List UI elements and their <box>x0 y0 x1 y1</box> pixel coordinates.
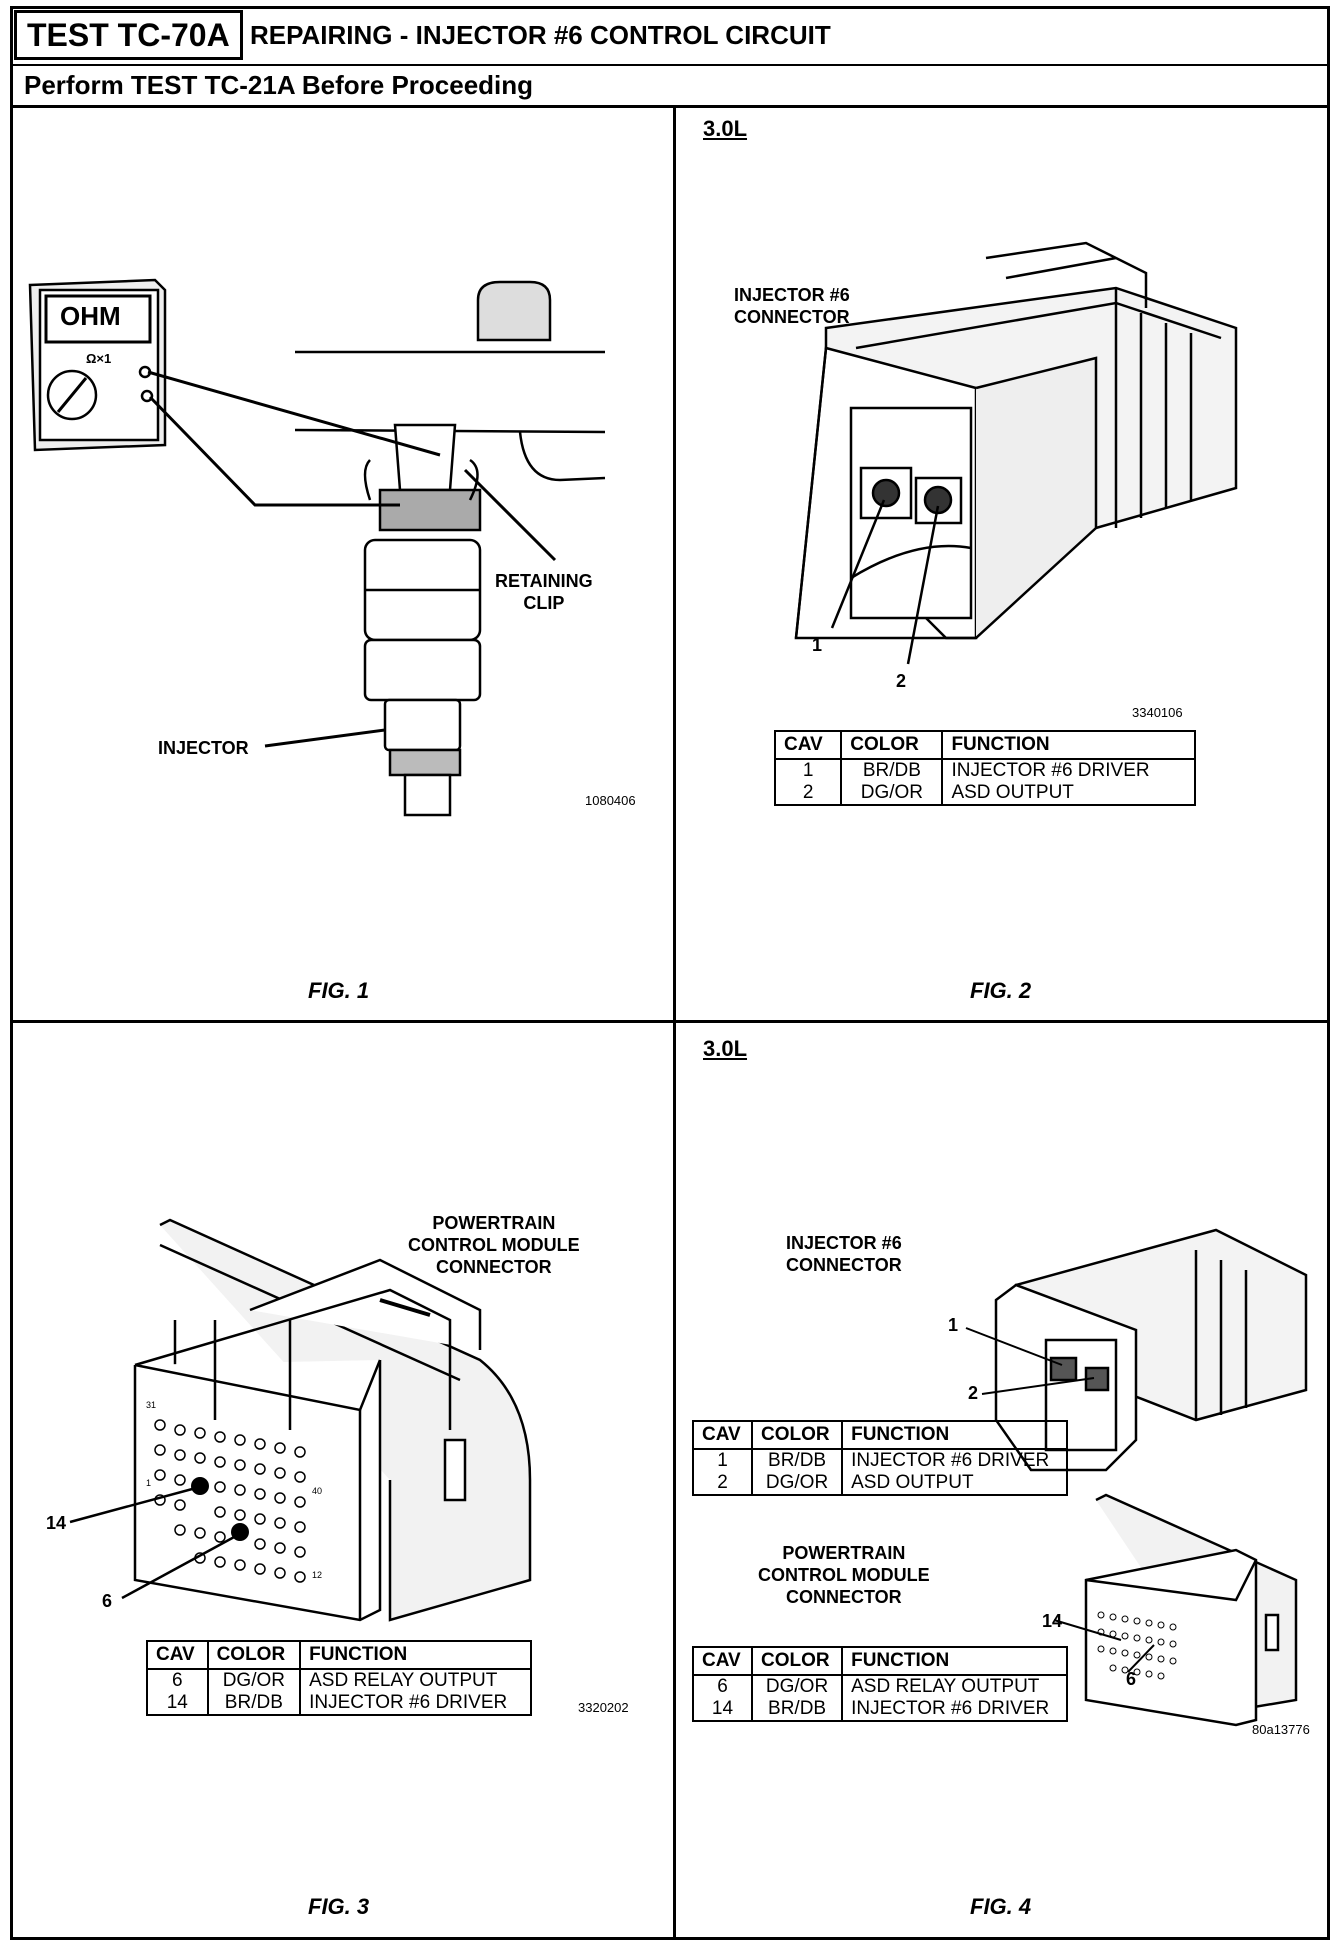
fig3-code: 3320202 <box>578 1700 629 1715</box>
fig4-pin2: 2 <box>968 1383 979 1403</box>
table-row: 6 DG/OR ASD RELAY OUTPUT <box>146 1669 532 1692</box>
test-leads <box>147 370 557 748</box>
instruction-row: Perform TEST TC-21A Before Proceeding <box>10 66 1330 108</box>
fig4-connector-drawing <box>965 1228 1308 1727</box>
table-row: 1 BR/DB INJECTOR #6 DRIVER <box>773 759 1196 782</box>
col-color: COLOR <box>840 730 944 760</box>
table-row: 2 DG/OR ASD OUTPUT <box>692 1472 1068 1495</box>
engine-outline <box>294 280 606 482</box>
cell: ASD OUTPUT <box>941 782 1196 805</box>
table-row: 6 DG/OR ASD RELAY OUTPUT <box>692 1675 1068 1698</box>
pcm-pin-grid <box>154 1419 306 1583</box>
col-cav: CAV <box>146 1640 209 1670</box>
page-frame <box>10 6 1330 1940</box>
cell: 6 <box>692 1675 753 1698</box>
retaining-clip-label: RETAINING CLIP <box>495 571 593 613</box>
fig4-pin14: 14 <box>1042 1611 1063 1631</box>
cell: ASD RELAY OUTPUT <box>841 1675 1068 1698</box>
fig4-code: 80a13776 <box>1252 1722 1310 1737</box>
fig2-engine: 3.0L <box>703 116 748 141</box>
table-row: 14 BR/DB INJECTOR #6 DRIVER <box>692 1698 1068 1721</box>
cell: DG/OR <box>750 1675 844 1698</box>
fig3-table: CAV COLOR FUNCTION 6 DG/OR ASD RELAY OUT… <box>146 1640 532 1716</box>
fig4-engine: 3.0L <box>703 1036 748 1061</box>
injector-label: INJECTOR <box>158 738 249 758</box>
fig4-pin6: 6 <box>1126 1669 1137 1689</box>
fig1-caption: FIG. 1 <box>308 978 370 1003</box>
table-row: 14 BR/DB INJECTOR #6 DRIVER <box>146 1692 532 1715</box>
col-function: FUNCTION <box>299 1640 532 1670</box>
fig2-connector-label: INJECTOR #6 CONNECTOR <box>734 285 850 327</box>
fig3-caption: FIG. 3 <box>308 1894 370 1919</box>
fig4-injector-table: CAV COLOR FUNCTION 1 BR/DB INJECTOR #6 D… <box>692 1420 1068 1496</box>
fig3-small-1: 1 <box>146 1478 152 1488</box>
fig2-table: CAV COLOR FUNCTION 1 BR/DB INJECTOR #6 D… <box>773 730 1196 806</box>
cell: DG/OR <box>840 782 944 805</box>
cell: DG/OR <box>206 1669 302 1692</box>
fig1-drawing <box>28 278 606 817</box>
fig4-pcm-table: CAV COLOR FUNCTION 6 DG/OR ASD RELAY OUT… <box>692 1646 1068 1722</box>
fig3-connector-label: POWERTRAIN CONTROL MODULE CONNECTOR <box>408 1213 580 1277</box>
ohmmeter <box>28 278 167 452</box>
vertical-divider <box>673 108 676 1940</box>
col-function: FUNCTION <box>841 1646 1068 1676</box>
col-cav: CAV <box>692 1420 753 1450</box>
instruction-text: Perform TEST TC-21A Before Proceeding <box>24 70 534 100</box>
pcm-small-drawing <box>1084 1493 1298 1727</box>
cell: INJECTOR #6 DRIVER <box>841 1449 1068 1472</box>
table-row: 2 DG/OR ASD OUTPUT <box>773 782 1196 805</box>
fig4-injector-connector-label: INJECTOR #6 CONNECTOR <box>786 1233 902 1275</box>
horizontal-divider <box>10 1020 1330 1023</box>
fig3-connector-drawing <box>69 1218 532 1622</box>
fig4-pin1: 1 <box>948 1315 959 1335</box>
page-title: REPAIRING - INJECTOR #6 CONTROL CIRCUIT <box>250 20 831 50</box>
col-color: COLOR <box>750 1646 844 1676</box>
cell: BR/DB <box>750 1698 844 1721</box>
cell: DG/OR <box>750 1472 844 1495</box>
fig4-caption: FIG. 4 <box>970 1894 1032 1919</box>
col-color: COLOR <box>206 1640 302 1670</box>
pcm-small-pin-grid <box>1097 1611 1177 1680</box>
fig2-pin2: 2 <box>896 671 907 691</box>
cell: 2 <box>773 782 843 805</box>
fig4-pcm-connector-label: POWERTRAIN CONTROL MODULE CONNECTOR <box>758 1543 930 1607</box>
fig3-small-31: 31 <box>146 1400 157 1410</box>
fig3-small-40: 40 <box>312 1486 323 1496</box>
col-function: FUNCTION <box>841 1420 1068 1450</box>
fig3-pin6: 6 <box>102 1591 113 1611</box>
col-function: FUNCTION <box>941 730 1196 760</box>
cell: 6 <box>146 1669 209 1692</box>
cell: INJECTOR #6 DRIVER <box>841 1698 1068 1721</box>
cell: INJECTOR #6 DRIVER <box>299 1692 532 1715</box>
fig3-small-12: 12 <box>312 1570 323 1580</box>
cell: 1 <box>692 1449 753 1472</box>
injector-body <box>363 423 482 817</box>
fig2-caption: FIG. 2 <box>970 978 1032 1003</box>
cell: BR/DB <box>206 1692 302 1715</box>
col-cav: CAV <box>692 1646 753 1676</box>
cell: INJECTOR #6 DRIVER <box>941 759 1196 782</box>
col-cav: CAV <box>773 730 843 760</box>
col-color: COLOR <box>750 1420 844 1450</box>
pin-14-marker <box>191 1477 209 1495</box>
cell: BR/DB <box>840 759 944 782</box>
cell: 14 <box>692 1698 753 1721</box>
test-id: TEST TC-70A <box>14 10 243 60</box>
fig2-connector-drawing <box>794 241 1238 665</box>
fig2-code: 3340106 <box>1132 705 1183 720</box>
fig1-code: 1080406 <box>585 793 636 808</box>
ohm-display: OHM <box>60 301 121 331</box>
cell: 2 <box>692 1472 753 1495</box>
cell: ASD OUTPUT <box>841 1472 1068 1495</box>
table-row: 1 BR/DB INJECTOR #6 DRIVER <box>692 1449 1068 1472</box>
cell: 1 <box>773 759 843 782</box>
cell: 14 <box>146 1692 209 1715</box>
fig2-pin1: 1 <box>812 635 823 655</box>
cell: BR/DB <box>750 1449 844 1472</box>
meter-range: Ω×1 <box>86 351 112 366</box>
header-row: TEST TC-70A REPAIRING - INJECTOR #6 CONT… <box>10 6 1330 66</box>
fig3-pin14: 14 <box>46 1513 67 1533</box>
cell: ASD RELAY OUTPUT <box>299 1669 532 1692</box>
